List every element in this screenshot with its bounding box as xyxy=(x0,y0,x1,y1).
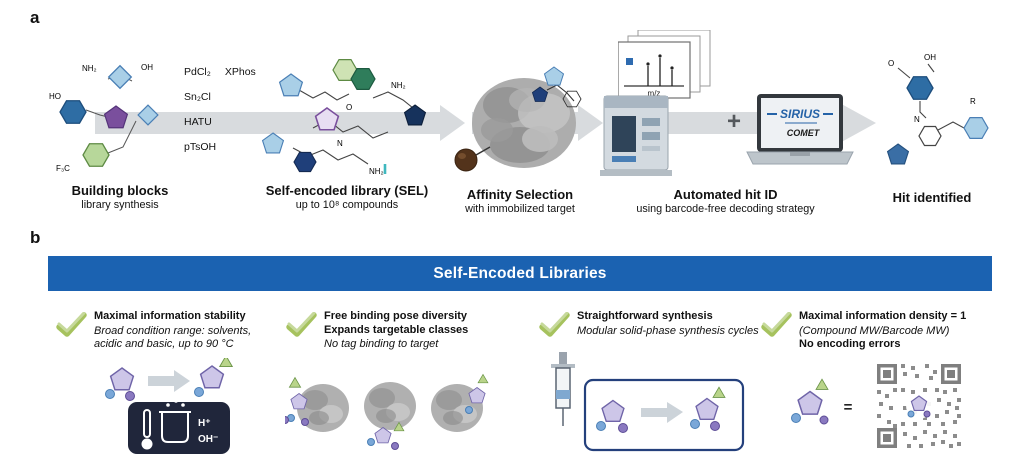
protein-blob xyxy=(364,382,416,450)
stage-title: Automated hit ID xyxy=(673,187,778,202)
stage-label-building-blocks: Building blocks library synthesis xyxy=(45,183,195,211)
reagent: XPhos xyxy=(224,66,256,78)
stage-subtitle: with immobilized target xyxy=(465,203,575,215)
atom-label: N xyxy=(914,115,920,124)
atom-label: NH₂ xyxy=(391,81,406,90)
atom-label: O xyxy=(346,103,352,112)
stage-title: Building blocks xyxy=(71,183,169,198)
banner-title: Self-Encoded Libraries xyxy=(433,264,607,282)
feature-binding-pose: Free binding pose diversity Expands targ… xyxy=(324,310,502,352)
atom-label: F₃C xyxy=(56,164,70,173)
stage-label-hit-identified: Hit identified xyxy=(862,190,1002,206)
thermometer-icon xyxy=(143,409,151,438)
hit-structure: OH N R O xyxy=(886,53,989,165)
reagent: Sn₂Cl xyxy=(184,91,211,103)
feature-title: Maximal information density = 1 xyxy=(799,310,967,322)
checkmark-icon xyxy=(761,312,792,337)
plus-sign: + xyxy=(727,108,742,135)
feature-title: Straightforward synthesis xyxy=(577,310,713,322)
feature-title: Free binding pose diversity xyxy=(324,310,468,322)
checkmark-icon xyxy=(286,312,317,337)
stability-icon: H⁺ OH⁻ xyxy=(105,358,233,454)
condition-box: H⁺ OH⁻ xyxy=(128,399,230,454)
sel-structures: NH₂ NH₂ O N xyxy=(261,59,427,176)
stage-title: Self-encoded library (SEL) xyxy=(265,183,429,198)
feature-detail: Broad condition range: solvents, acidic … xyxy=(94,324,252,351)
reagent: PdCl₂ xyxy=(184,66,211,78)
feature-density: Maximal information density = 1 (Compoun… xyxy=(799,310,1004,352)
qr-code xyxy=(877,364,961,448)
feature-stability: Maximal information stability Broad cond… xyxy=(94,310,272,352)
atom-label: OH xyxy=(924,53,936,62)
reagent: HATU xyxy=(184,116,212,128)
atom-label: N xyxy=(337,139,343,148)
stage-label-affinity-selection: Affinity Selection with immobilized targ… xyxy=(445,187,595,215)
beaker-icon xyxy=(161,412,189,443)
comet-logo: COMET xyxy=(787,128,821,138)
feature-detail: (Compound MW/Barcode MW) xyxy=(799,324,950,337)
stage-subtitle: using barcode-free decoding strategy xyxy=(636,203,815,215)
acid-label: H⁺ xyxy=(198,418,211,429)
atom-label: R xyxy=(970,97,976,106)
panel-a-label: a xyxy=(30,8,40,27)
atom-label: O xyxy=(888,59,894,68)
feature-synthesis: Straightforward synthesis Modular solid-… xyxy=(577,310,762,338)
checkmark-icon xyxy=(539,312,570,337)
atom-label: NH₂ xyxy=(82,64,97,73)
panel-b-label: b xyxy=(30,228,41,247)
binding-pose-icon xyxy=(285,374,489,450)
protein-blob xyxy=(287,377,349,432)
atom-label: NH₂ xyxy=(369,167,384,176)
feature-detail: No tag binding to target xyxy=(324,338,439,350)
stage-subtitle: up to 10⁸ compounds xyxy=(295,199,399,211)
stage-title: Affinity Selection xyxy=(466,187,574,202)
stage-subtitle: library synthesis xyxy=(81,199,159,211)
feature-detail: Modular solid-phase synthesis cycles xyxy=(577,324,759,337)
atom-label: OH xyxy=(141,63,153,72)
syringe-icon xyxy=(551,352,575,426)
ms-spectra-cards: m/z xyxy=(618,30,711,99)
sirius-logo: SIRIUS xyxy=(780,107,820,121)
reagent: pTsOH xyxy=(184,141,217,153)
stage-label-sel: Self-encoded library (SEL) up to 10⁸ com… xyxy=(252,183,442,211)
checkmark-icon xyxy=(56,312,87,337)
building-blocks-structures: NH₂ OH HO F₃C xyxy=(49,63,159,173)
stage-title: Hit identified xyxy=(892,190,972,205)
base-label: OH⁻ xyxy=(198,434,218,445)
laptop-graphic: SIRIUS COMET xyxy=(746,94,854,165)
synthesis-icon xyxy=(551,352,745,452)
feature-title-2: No encoding errors xyxy=(799,338,901,350)
feature-title: Maximal information stability xyxy=(94,310,246,322)
bead xyxy=(454,148,478,172)
atom-label: HO xyxy=(49,92,61,101)
protein-blob-graphic xyxy=(454,66,582,172)
stage-label-hit-id: Automated hit ID using barcode-free deco… xyxy=(608,187,843,215)
lc-ms-instrument xyxy=(600,95,672,176)
ms-axis-label: m/z xyxy=(648,89,661,98)
sel-banner: Self-Encoded Libraries xyxy=(48,256,992,291)
feature-title-2: Expands targetable classes xyxy=(324,323,469,336)
reagent-list: PdCl₂ XPhos Sn₂Cl HATU pTsOH xyxy=(184,60,256,160)
spectrum-marker xyxy=(626,58,633,65)
arrow-right-icon xyxy=(641,408,667,417)
protein-blob xyxy=(285,374,489,432)
equals-sign: = xyxy=(844,399,853,416)
density-icon: = xyxy=(791,364,961,448)
arrow-right-icon xyxy=(148,376,174,386)
